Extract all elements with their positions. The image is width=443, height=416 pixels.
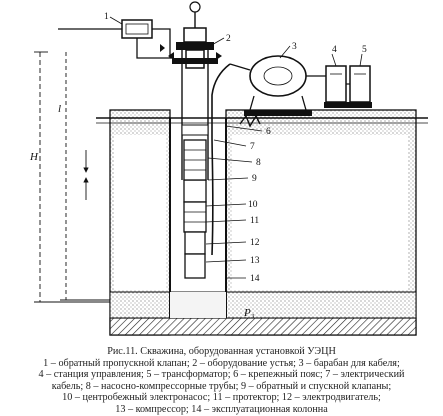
callout-4: 4 bbox=[332, 45, 337, 55]
figure-caption: Рис.11. Скважина, оборудованная установк… bbox=[2, 346, 441, 415]
cable-drum bbox=[229, 55, 326, 116]
check-valve bbox=[58, 19, 172, 59]
caption-line: 4 – станция управления; 5 – трансформато… bbox=[38, 369, 405, 381]
callout-12: 12 bbox=[250, 238, 260, 248]
control-station bbox=[324, 65, 348, 108]
callout-9: 9 bbox=[252, 174, 257, 184]
electric-cable bbox=[211, 63, 231, 256]
callout-10: 10 bbox=[248, 200, 258, 210]
callout-13: 13 bbox=[250, 256, 260, 266]
callout-11: 11 bbox=[250, 216, 259, 226]
callout-1: 1 bbox=[104, 12, 109, 22]
callout-labels: 1 2 3 4 5 6 7 8 9 10 11 12 13 14 bbox=[104, 12, 367, 284]
well-diagram: 1 2 3 4 5 6 7 8 9 10 11 12 13 14 H l P₃ bbox=[29, 1, 428, 336]
callout-3: 3 bbox=[292, 42, 297, 52]
fixing-belt bbox=[239, 114, 261, 128]
callout-14: 14 bbox=[250, 274, 260, 284]
caption-line: Рис.11. Скважина, оборудованная установк… bbox=[107, 346, 336, 357]
length-label: l bbox=[58, 103, 61, 115]
caption-line: 13 – компрессор; 14 – эксплуатационная к… bbox=[115, 403, 328, 415]
callout-2: 2 bbox=[226, 34, 231, 44]
production-casing bbox=[169, 118, 227, 318]
callout-8: 8 bbox=[256, 158, 261, 168]
transformer bbox=[346, 65, 372, 108]
leader-lines bbox=[109, 16, 363, 279]
ground-strata bbox=[109, 109, 417, 336]
pump-assembly bbox=[183, 139, 207, 279]
caption-line: 10 – центробежный электронасос; 11 – про… bbox=[62, 392, 381, 404]
caption-line: 1 – обратный пропускной клапан; 2 – обор… bbox=[43, 357, 400, 369]
callout-6: 6 bbox=[266, 127, 271, 137]
callout-7: 7 bbox=[250, 142, 255, 152]
pressure-label: P₃ bbox=[243, 307, 255, 319]
callout-5: 5 bbox=[362, 45, 367, 55]
caption-line: кабель; 8 – насосно-компрессорные трубы;… bbox=[51, 380, 392, 392]
tubing bbox=[181, 42, 209, 180]
depth-label: H bbox=[29, 151, 39, 163]
dimension-lines bbox=[34, 51, 110, 303]
wellhead-equipment bbox=[168, 1, 222, 69]
